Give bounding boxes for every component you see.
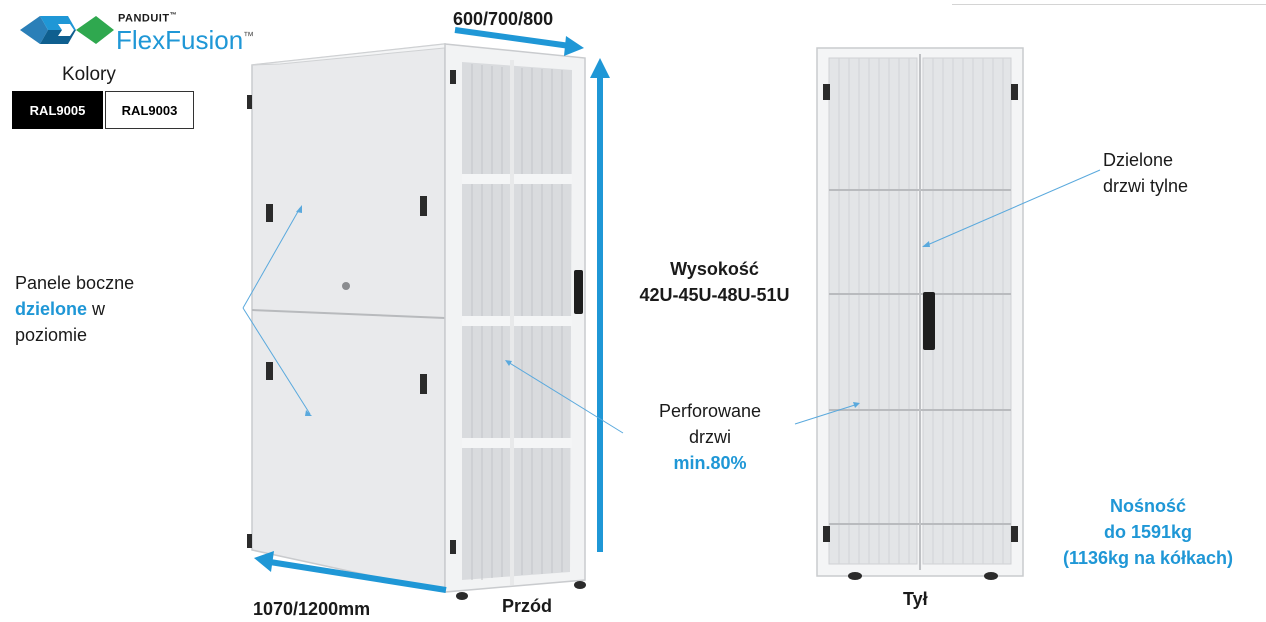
top-right-divider: [952, 0, 1266, 5]
side-panels-line3: poziomie: [15, 325, 88, 345]
perforated-doors-annotation: Perforowane drzwi min.80%: [625, 398, 795, 476]
back-cabinet-image: [816, 47, 1024, 580]
logo-brand-text: PANDUIT™: [118, 12, 178, 25]
panduit-logo: [18, 10, 118, 50]
front-view-label: Przód: [502, 596, 553, 616]
side-panels-annotation: Panele boczne dzielone w poziomie: [15, 270, 134, 348]
side-panels-line2-rest: w: [87, 299, 106, 319]
side-panels-line2: dzielone w: [15, 296, 134, 322]
flexfusion-logo-mark-icon: [20, 16, 114, 44]
perforated-value: min.80%: [673, 453, 747, 473]
width-options-label: 600/700/800: [453, 9, 554, 29]
height-options-label: 42U-45U-48U-51U: [639, 285, 790, 305]
depth-arrow-icon: [269, 559, 447, 593]
rear-doors-annotation: Dzielone drzwi tylne: [1103, 147, 1188, 199]
back-view-label: Tył: [903, 589, 928, 609]
width-arrow-icon: [454, 27, 571, 49]
front-cabinet-image: [247, 43, 586, 600]
rear-doors-line1: Dzielone: [1103, 150, 1174, 170]
color-swatch-ral9003: RAL9003: [105, 91, 194, 129]
height-label: Wysokość: [670, 259, 759, 279]
depth-options-label: 1070/1200mm: [253, 599, 371, 619]
logo-product-text: FlexFusion™: [116, 25, 255, 55]
side-panels-highlight: dzielone: [15, 299, 88, 319]
side-panels-line1: Panele boczne: [15, 273, 135, 293]
perforated-line2: drzwi: [688, 427, 731, 447]
color-swatch-ral9005: RAL9005: [12, 91, 103, 129]
colors-title: Kolory: [62, 64, 116, 85]
load-capacity-line1: Nośność: [1109, 496, 1187, 516]
rear-doors-line2: drzwi tylne: [1103, 176, 1189, 196]
perforated-line1: Perforowane: [658, 401, 762, 421]
load-capacity-line2: do 1591kg: [1103, 522, 1193, 542]
load-capacity: Nośność do 1591kg (1136kg na kółkach): [1030, 493, 1266, 571]
load-capacity-line3: (1136kg na kółkach): [1062, 548, 1234, 568]
